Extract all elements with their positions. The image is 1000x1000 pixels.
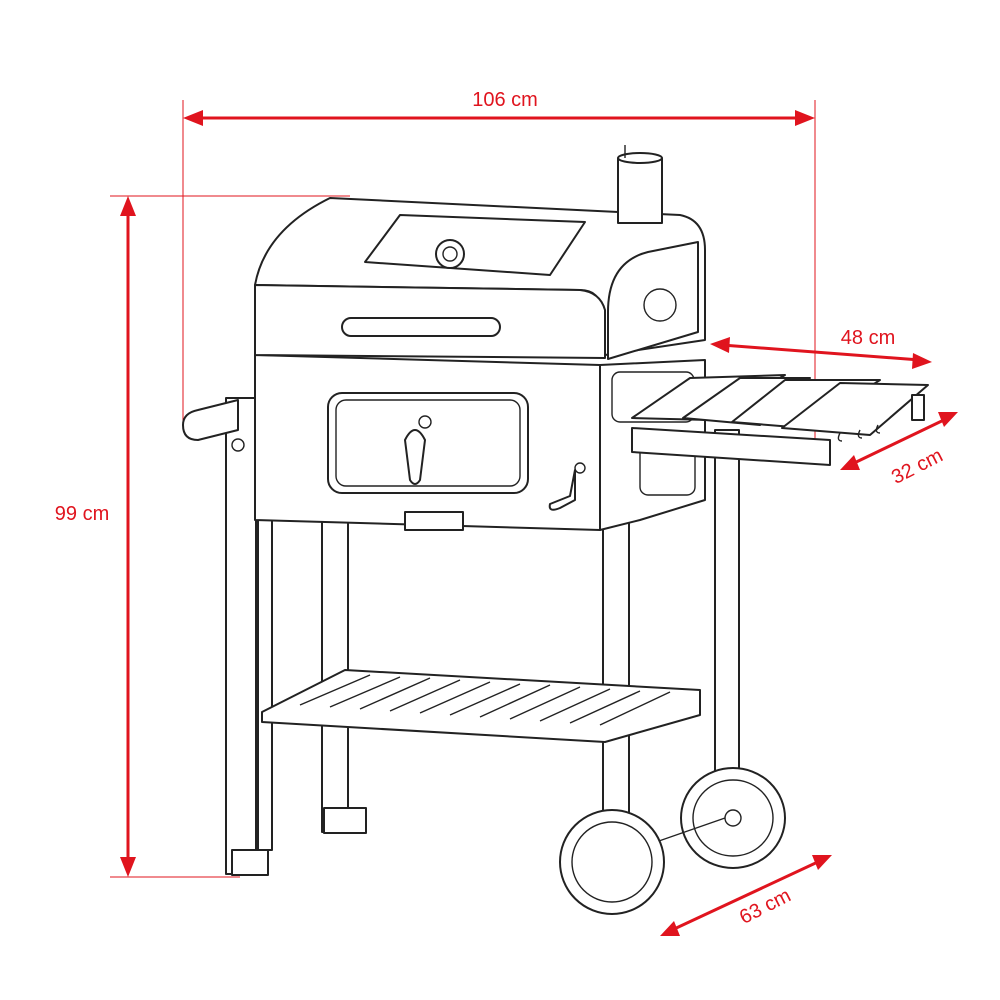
width-label: 106 cm [472, 89, 538, 111]
side-table-length-label: 48 cm [841, 327, 895, 349]
depth-label: 63 cm [736, 884, 795, 928]
height-label: 99 cm [55, 503, 109, 525]
bottom-shelf [261, 669, 701, 743]
side-table [631, 374, 929, 466]
wheels [559, 767, 786, 915]
side-handle [182, 399, 245, 452]
lid [254, 145, 706, 360]
side-table-depth-label: 32 cm [888, 444, 947, 488]
dimension-arrows [120, 110, 958, 936]
